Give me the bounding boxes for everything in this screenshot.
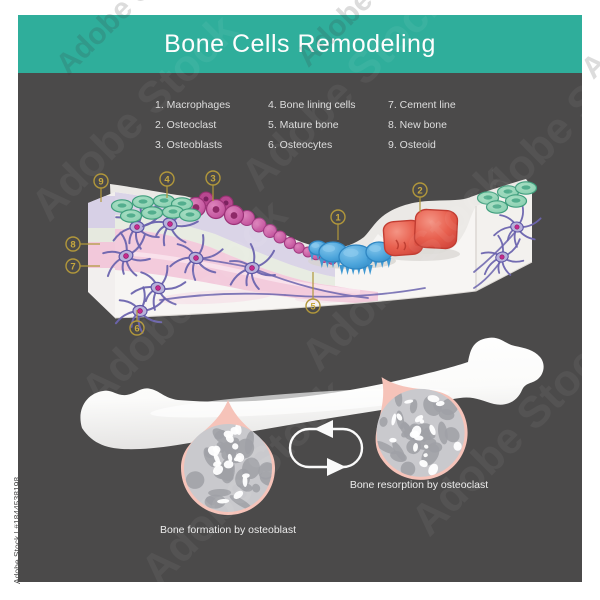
bone-shape — [80, 337, 544, 450]
legend-item: 3. Osteoblasts — [155, 139, 223, 151]
bone-lining-cell — [178, 208, 202, 222]
callout-8: 8 — [65, 236, 100, 252]
osteoblast-chain-cell — [251, 217, 267, 233]
block-bottom-edge — [114, 261, 533, 319]
osteocyte — [169, 234, 224, 282]
bone-illustration — [80, 337, 544, 515]
callout-2: 2 — [412, 182, 428, 212]
bone-tissue-block — [88, 179, 542, 334]
legend-item: 7. Cement line — [388, 99, 456, 111]
dark-background-panel — [18, 73, 582, 582]
svg-text:8: 8 — [70, 239, 75, 250]
svg-text:2: 2 — [417, 185, 422, 196]
surface-cells-layer — [110, 181, 538, 275]
legend-column: 7. Cement line 8. New bone 9. Osteoid — [388, 95, 456, 155]
callout-3: 3 — [205, 170, 221, 201]
cycle-arrows — [288, 420, 364, 476]
svg-text:4: 4 — [164, 174, 170, 185]
callout-1: 1 — [330, 209, 346, 240]
legend-column: 1. Macrophages 2. Osteoclast 3. Osteoblast… — [155, 95, 230, 155]
osteocyte — [130, 264, 187, 311]
arrow-right-icon — [327, 458, 346, 476]
osteoblast-chain-cell — [293, 242, 305, 254]
magnifier-formation — [181, 400, 275, 515]
legend-item: 8. New bone — [388, 119, 447, 131]
spongy-bone-blobs — [374, 389, 462, 477]
callout-markers-layer: 9 4 3 1 2 8 7 6 5 — [65, 170, 428, 336]
watermark-credit: Adobe Stock | #1844538198 — [12, 476, 22, 584]
legend-item: 5. Mature bone — [268, 119, 339, 131]
svg-text:9: 9 — [98, 176, 103, 187]
callout-4: 4 — [159, 171, 175, 198]
page-title: Bone Cells Remodeling — [164, 29, 436, 58]
bone-lining-cell — [119, 209, 143, 223]
bone-lining-cell — [131, 195, 155, 209]
legend-item: 4. Bone lining cells — [268, 99, 356, 111]
osteoblast-chain-cell — [283, 236, 297, 250]
osteocyte — [493, 205, 542, 248]
svg-text:6: 6 — [134, 323, 139, 334]
legend-item: 6. Osteocytes — [268, 139, 333, 151]
caption-bone-formation: Bone formation by osteoblast — [160, 524, 296, 536]
bone-lining-cell — [110, 199, 134, 213]
bone-lining-cell — [514, 181, 538, 195]
legend-item: 9. Osteoid — [388, 139, 436, 151]
bone-lining-cell — [504, 194, 528, 208]
osteoclast-cell — [413, 208, 459, 250]
arrow-left-icon — [314, 420, 333, 438]
legend-item: 2. Osteoclast — [155, 119, 217, 131]
callout-5: 5 — [305, 272, 321, 314]
svg-text:5: 5 — [310, 301, 316, 312]
osteoblast-cell — [223, 204, 245, 226]
spongy-bone-blobs — [185, 424, 272, 510]
osteoclast-ruffle-marks — [395, 239, 407, 251]
svg-text:7: 7 — [70, 261, 75, 272]
title-banner: Bone Cells Remodeling — [18, 15, 582, 73]
osteoblast-chain-cell — [273, 230, 287, 244]
callout-7: 7 — [65, 258, 100, 274]
magnifier-resorption — [374, 377, 468, 480]
legend-item: 1. Macrophages — [155, 99, 231, 111]
bone-lining-cell — [161, 205, 185, 219]
bone-lining-cell — [485, 200, 509, 214]
legend-column: 4. Bone lining cells 5. Mature bone 6. Ost… — [268, 95, 356, 155]
caption-bone-resorption: Bone resorption by osteoclast — [349, 479, 489, 491]
osteocyte — [102, 231, 151, 278]
svg-text:1: 1 — [335, 212, 341, 223]
bone-lining-cell — [140, 206, 164, 220]
osteocyte — [480, 234, 525, 276]
new-bone-layer — [115, 215, 335, 286]
osteoblast-cell — [205, 198, 227, 220]
callout-9: 9 — [93, 173, 109, 202]
svg-text:3: 3 — [210, 173, 215, 184]
osteocyte — [229, 243, 276, 290]
callout-6: 6 — [129, 310, 145, 336]
osteocyte — [114, 286, 166, 334]
osteoblast-chain-cell — [263, 224, 277, 238]
osteocyte-network — [159, 229, 518, 301]
